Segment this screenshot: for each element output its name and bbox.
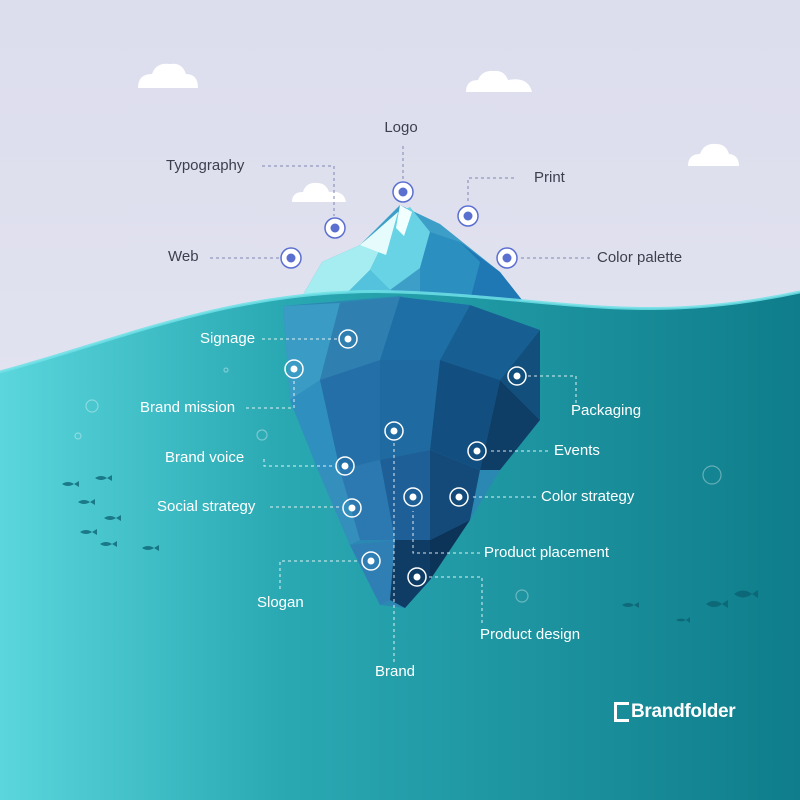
marker-brand-mission [284, 359, 304, 379]
marker-print [457, 205, 479, 227]
cloud-icon [466, 70, 532, 92]
brandfolder-wordmark: Brandfolder [631, 701, 736, 722]
label-color-palette: Color palette [597, 249, 683, 266]
label-print: Print [534, 169, 565, 186]
marker-slogan [361, 551, 381, 571]
marker-social-strategy [342, 498, 362, 518]
marker-brand-voice [335, 456, 355, 476]
marker-color-strategy [449, 487, 469, 507]
label-slogan: Slogan [257, 594, 304, 611]
marker-web [280, 247, 302, 269]
brandfolder-logo: Brandfolder [614, 701, 736, 723]
marker-product-design [407, 567, 427, 587]
marker-packaging [507, 366, 527, 386]
bubble-icon [74, 367, 722, 603]
leader-lines-below [246, 338, 577, 662]
fish-icon [62, 475, 758, 623]
marker-typography [324, 217, 346, 239]
label-product-design: Product design [480, 626, 581, 643]
brandfolder-mark-icon [614, 702, 629, 722]
cloud-icon [138, 63, 198, 88]
label-brand-voice: Brand voice [165, 449, 245, 466]
label-product-placement: Product placement [484, 544, 610, 561]
marker-dots-above [280, 181, 518, 269]
label-social-strategy: Social strategy [157, 498, 256, 515]
marker-logo [392, 181, 414, 203]
wave-crest [0, 290, 800, 374]
iceberg-underwater [283, 296, 540, 608]
marker-dots-below [284, 329, 527, 587]
marker-color-palette [496, 247, 518, 269]
label-events: Events [554, 442, 600, 459]
iceberg-tip [300, 205, 522, 300]
label-logo: Logo [384, 119, 418, 136]
label-web: Web [168, 248, 199, 265]
marker-brand [384, 421, 404, 441]
cloud-icon [688, 143, 739, 166]
leader-lines-above [210, 146, 590, 259]
label-typography: Typography [166, 157, 245, 174]
label-brand-mission: Brand mission [140, 399, 236, 416]
label-color-strategy: Color strategy [541, 488, 635, 505]
label-brand: Brand [374, 663, 416, 680]
cloud-icon [292, 182, 346, 202]
marker-events [467, 441, 487, 461]
marker-product-placement [403, 487, 423, 507]
label-signage: Signage [200, 330, 256, 347]
marker-signage [338, 329, 358, 349]
label-packaging: Packaging [571, 402, 642, 419]
